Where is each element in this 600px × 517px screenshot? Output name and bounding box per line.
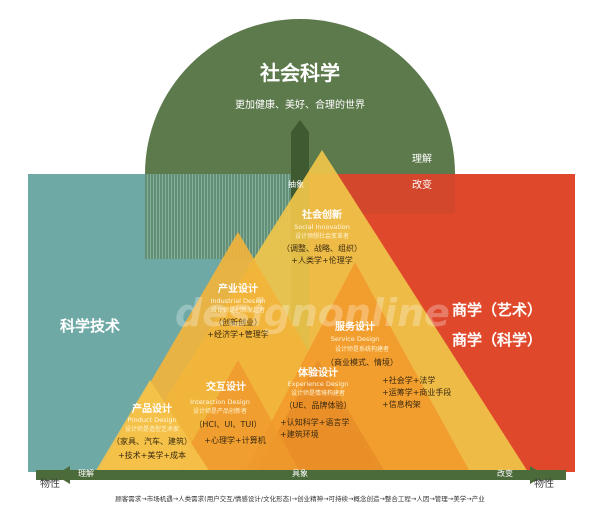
social-science-dome: [145, 19, 455, 174]
business-art-label: 商学（艺术）: [452, 301, 543, 319]
industrial-row2: +经济学+管理学: [207, 330, 269, 339]
social-innovation-line: 设计预想社会变革者: [294, 233, 350, 240]
product-line: 设计师是造型艺术家: [124, 426, 180, 433]
social-innovation-row1: （调整、战略、组织）: [282, 244, 362, 253]
interaction-title: 交互设计: [206, 382, 246, 393]
left-brain-label: 物性: [534, 479, 554, 490]
abstraction-bar-tip: [291, 120, 309, 132]
interaction-en: Interaction Design: [190, 398, 250, 406]
industrial-en: Industrial Design: [210, 297, 266, 305]
service-row3: +运筹学+商业手段: [382, 388, 452, 397]
experience-row1: （UE、品牌体验）: [284, 401, 352, 410]
industrial-line: 设计师是创新发起者: [210, 307, 266, 314]
service-line: 设计师是系统构建者: [334, 346, 390, 353]
arrow-understand-label: 理解: [78, 469, 94, 478]
arrow-change-label: 改变: [497, 469, 513, 478]
service-row2: +社会学+法学: [382, 376, 436, 385]
product-en: Product Design: [127, 416, 177, 424]
social-science-subtitle: 更加健康、美好、合理的世界: [235, 100, 365, 111]
abstract-label: 抽象: [288, 180, 304, 189]
social-innovation-row2: +人类学+伦理学: [291, 256, 353, 265]
change-label-top: 改变: [412, 180, 432, 191]
service-en: Service Design: [330, 335, 380, 343]
experience-line: 设计师是情境构建者: [290, 390, 346, 397]
right-brain-label: 右脑: [534, 456, 553, 466]
humanity-label: 人性: [40, 456, 59, 466]
interaction-line: 设计师是产品创新者: [192, 408, 248, 415]
service-row1: （商业模式、情境）: [326, 358, 398, 367]
science-tech-label: 科学技术: [60, 317, 121, 335]
triangle-experience: [255, 360, 385, 472]
product-row1: （家具、汽车、建筑）: [112, 437, 192, 446]
experience-en: Experience Design: [287, 380, 349, 388]
process-chain: 顾客需求→市场机遇→人类需求(用户交互/情感设计/文化形态)→创业精神→可持续→…: [115, 495, 485, 503]
social-innovation-en: Social Innovation: [294, 223, 350, 231]
bottom-arrow: [55, 466, 545, 484]
watermark: designonline: [175, 291, 450, 335]
industrial-title: 产业设计: [218, 284, 258, 295]
social-innovation-title: 社会创新: [302, 210, 342, 221]
industrial-row1: （创新创业）: [214, 318, 262, 327]
experience-title: 体验设计: [298, 368, 338, 379]
service-row4: +信息构架: [382, 400, 421, 409]
business-science-label: 商学（科学）: [452, 331, 543, 349]
product-row2: +技术+美学+成本: [117, 451, 187, 460]
interaction-row1: （HCI、UI、TUI）: [194, 420, 262, 429]
interaction-row2: +心理学+计算机: [204, 436, 266, 445]
experience-row3: +建筑环境: [280, 430, 319, 439]
triangle-product: [95, 380, 210, 472]
social-science-title: 社会科学: [260, 61, 340, 85]
service-title: 服务设计: [335, 322, 375, 333]
product-title: 产品设计: [132, 404, 172, 415]
experience-row2: +认知科学+语言学: [280, 418, 350, 427]
material-label: 物性: [40, 479, 60, 490]
arrow-concrete-label: 具象: [292, 469, 308, 478]
triangle-interaction: [175, 360, 300, 472]
understand-label-top: 理解: [412, 154, 432, 165]
